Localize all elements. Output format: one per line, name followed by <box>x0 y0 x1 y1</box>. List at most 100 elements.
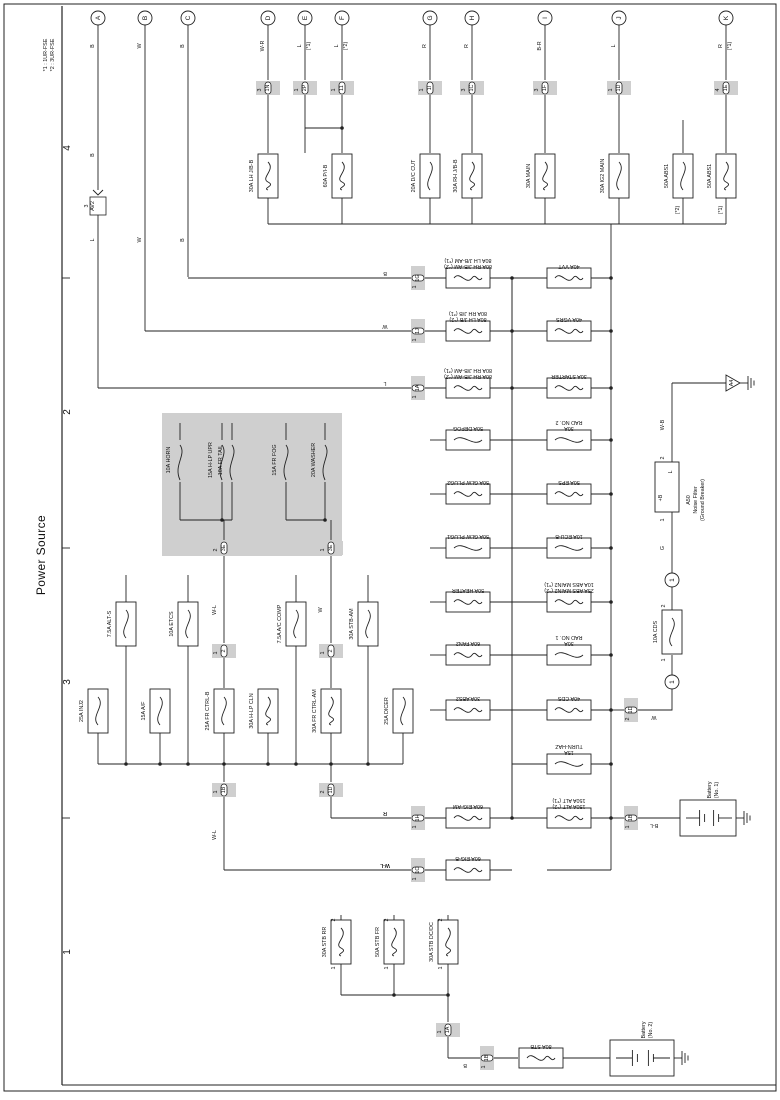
fuse: 60A EIG-B <box>445 855 491 881</box>
fuse-element-icon <box>669 617 675 647</box>
wire-color: W <box>651 714 657 720</box>
fuse-body <box>546 483 592 505</box>
connector-terminal: B <box>137 10 153 26</box>
pin-number: 1 <box>412 826 418 829</box>
fuse-element-icon <box>453 385 483 391</box>
fuse-element-icon <box>322 444 328 481</box>
fuse-label: 40A VGRS <box>556 316 582 322</box>
fuse-element-icon <box>453 545 483 551</box>
wire <box>638 688 673 711</box>
junction-dot <box>609 492 613 496</box>
pin-code: 1E <box>723 84 729 91</box>
connector-icon <box>480 1054 494 1062</box>
fuse: 30A MAIN <box>526 153 556 199</box>
fuse-element-icon <box>723 161 729 191</box>
connector-pin: 12 <box>212 644 236 658</box>
fuse-element-icon <box>177 444 183 481</box>
fuse-label: 60A EIG-B <box>455 855 481 861</box>
pin-code: 1A <box>445 1026 451 1033</box>
connector-icon <box>220 644 228 658</box>
fuse-element-icon <box>293 609 299 639</box>
pin-code: 1G <box>415 274 421 281</box>
fuse: 150A ALT (*2)150A ALT (*1) <box>546 797 592 829</box>
fuse-label: 80A STB <box>530 1043 552 1049</box>
fuse-body <box>445 699 491 721</box>
fuse-element-icon <box>123 609 129 639</box>
connector-icon <box>327 783 335 797</box>
wire-color: R <box>718 44 724 48</box>
fuse-note: (*1) <box>718 205 724 214</box>
fuse-label: 30A RH J/B-B <box>453 159 459 193</box>
pin-number: 3 <box>84 205 90 208</box>
fuse-element-icon <box>185 609 191 639</box>
terminal-id: B <box>142 16 149 20</box>
fuse-element-icon <box>453 815 483 821</box>
fuse: 80A RH J/B-AM (*2)80A LH J/B-AM (*1) <box>444 257 492 289</box>
fuse-label: 30A <box>564 640 574 646</box>
fuse-label: 50A DEFOG <box>453 425 483 431</box>
connector-terminal: I <box>537 10 553 26</box>
junction-dot <box>609 762 613 766</box>
fuse: 25A FR CTRL-B <box>205 688 235 734</box>
fuse: 30A STB RR <box>322 919 352 965</box>
fuse-label: 50A HEATER <box>452 587 484 593</box>
fuse-label: 80A RH J/B (*1) <box>449 310 487 316</box>
terminal-id: I <box>542 17 549 19</box>
fuse-label: 15A A/F <box>141 701 147 721</box>
wire-color: W <box>382 323 388 329</box>
page-title: Power Source <box>34 515 48 595</box>
fuse-body <box>546 807 592 829</box>
fuse-body <box>546 267 592 289</box>
pin-code: 1D <box>616 84 622 91</box>
pin-code: 1D <box>628 706 634 713</box>
fuse-label: 40A CDS <box>558 695 581 701</box>
pin-code: 1I <box>427 86 433 91</box>
fuse: 80A RH J/B-AM (*2)80A RH J/B-AM (*1) <box>444 367 492 399</box>
fuse-element-icon <box>554 437 584 443</box>
battery: Battery(No. 2) <box>609 1021 675 1077</box>
wire-color: B <box>383 270 387 276</box>
pin-code: 2P <box>302 84 308 91</box>
terminal-id: 1 <box>669 578 676 582</box>
pin-number: 1 <box>320 549 326 552</box>
pin-number: 2 <box>438 919 444 922</box>
pin-number: 1 <box>412 286 418 289</box>
fuse-body <box>445 644 491 666</box>
fuse-element-icon <box>95 696 101 726</box>
fuse-element-icon <box>526 1055 556 1061</box>
pin-number: 1 <box>661 659 667 662</box>
battery-label: Battery <box>707 781 713 798</box>
wire-color: W-L <box>380 862 390 868</box>
fuse-element-icon <box>554 707 584 713</box>
fuse: 10A ETCS <box>169 601 199 647</box>
fuse: 7.5A ALT-S <box>107 601 137 647</box>
junction-dot <box>609 546 613 550</box>
connector-terminal: 1 <box>664 674 680 690</box>
ground-point-icon <box>725 374 741 392</box>
fuse-label: 80A RH J/B-AM (*1) <box>444 367 492 373</box>
pin-number: 2 <box>660 457 666 460</box>
fuse-label: 30A STB-AM <box>349 608 355 640</box>
connector-icon <box>411 384 425 392</box>
wire-color: B <box>463 1062 467 1068</box>
fuse-label: 15A <box>564 749 574 755</box>
fuse-label: 50A ABS1 <box>707 164 713 188</box>
fuse-element-icon <box>554 275 584 281</box>
connector-icon <box>722 81 730 95</box>
fuse-label: 30A STARTER <box>551 373 587 379</box>
wire-color: L <box>611 45 617 48</box>
fuse: 30A STARTER <box>546 373 592 399</box>
fuse-body <box>437 919 459 965</box>
fuse-label: 7.5A ALT-S <box>107 610 113 637</box>
terminal-id: H <box>469 15 476 20</box>
fuse-element-icon <box>283 444 289 481</box>
noise-filter-box <box>654 461 680 513</box>
fuse-element-icon <box>453 437 483 443</box>
